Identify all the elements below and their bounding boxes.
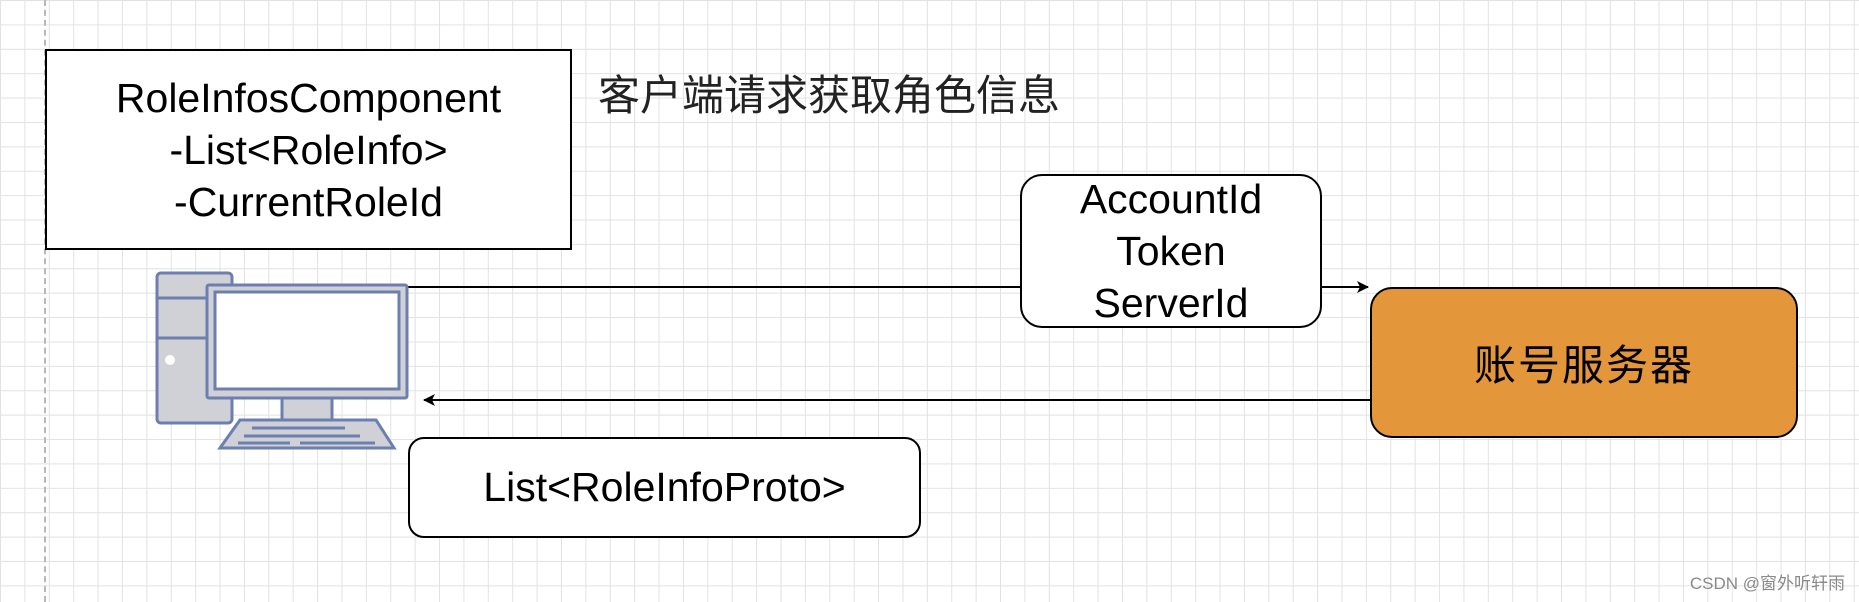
account-server-label: 账号服务器 — [1473, 341, 1694, 390]
account-server-box: 账号服务器 — [1370, 287, 1798, 438]
response-payload-label: List<RoleInfoProto> — [483, 464, 846, 510]
diagram-caption: 客户端请求获取角色信息 — [598, 71, 1061, 120]
role-infos-component-box: RoleInfosComponent -List<RoleInfo> -Curr… — [45, 49, 572, 250]
dashed-guide-line — [44, 0, 46, 602]
request-param-account-id: AccountId — [1079, 176, 1263, 222]
request-param-token: Token — [1116, 228, 1226, 274]
watermark: CSDN @窗外听轩雨 — [1689, 574, 1845, 593]
component-line-1: RoleInfosComponent — [115, 74, 502, 121]
response-payload-box: List<RoleInfoProto> — [408, 437, 921, 538]
request-params-box: AccountId Token ServerId — [1020, 174, 1322, 328]
component-line-2: -List<RoleInfo> — [169, 126, 448, 173]
request-param-server-id: ServerId — [1093, 280, 1249, 326]
component-line-3: -CurrentRoleId — [174, 178, 443, 225]
